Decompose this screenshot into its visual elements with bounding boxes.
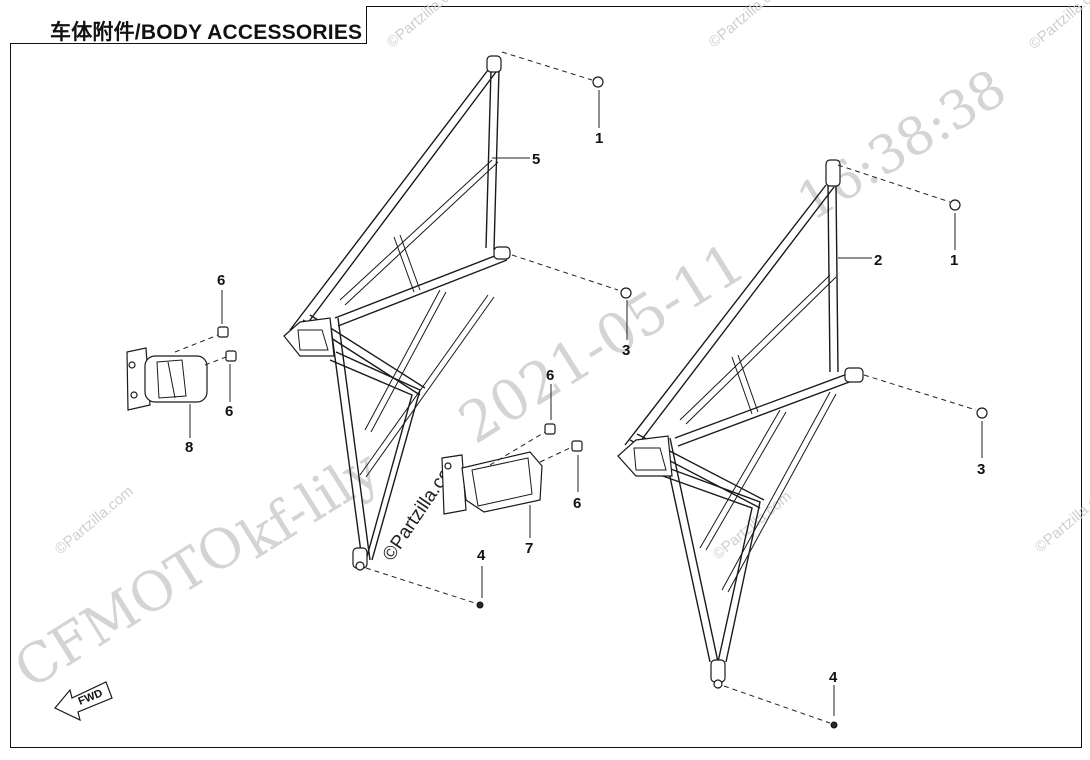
bolt-4b xyxy=(830,721,838,729)
fasteners xyxy=(365,51,988,729)
callout-4-left: 4 xyxy=(477,547,486,564)
screw-6c xyxy=(544,423,556,435)
title-block: 车体附件/BODY ACCESSORIES xyxy=(10,6,367,44)
callout-5: 5 xyxy=(532,151,540,168)
callout-6-d: 6 xyxy=(573,495,581,512)
callout-6-b: 6 xyxy=(225,403,233,420)
watermark-site-2: ©Partzilla.com xyxy=(706,0,791,51)
lamp-assembly-8 xyxy=(126,326,237,411)
screw-6b xyxy=(225,350,237,362)
callout-6-c: 6 xyxy=(546,367,554,384)
bolt-3b xyxy=(976,407,988,419)
callout-3-right: 3 xyxy=(977,461,985,478)
watermark-layer: 2021-05-11 16:38:38 CFMOTO kf-lily ©Part… xyxy=(4,0,1090,701)
watermark-site-3: ©Partzilla.com xyxy=(1026,0,1090,53)
callout-6-a: 6 xyxy=(217,272,225,289)
watermark-site-6: ©Partzilla.com xyxy=(1032,481,1090,556)
bolt-1b xyxy=(949,199,961,211)
screw-6d xyxy=(571,440,583,452)
drawing-frame xyxy=(10,6,1082,748)
lamp-assembly-7 xyxy=(441,423,583,515)
callout-1-left: 1 xyxy=(595,130,603,147)
callout-2: 2 xyxy=(874,252,882,269)
fwd-arrow: FWD xyxy=(54,681,113,722)
screw-6a xyxy=(217,326,229,338)
callout-4-right: 4 xyxy=(829,669,838,686)
callouts: 1 5 3 2 1 3 4 4 6 6 8 6 6 7 xyxy=(185,130,985,686)
watermark-time: 16:38:38 xyxy=(787,58,1017,233)
support-frame-left xyxy=(283,55,511,571)
bolt-4a xyxy=(476,601,484,609)
bolt-3a xyxy=(620,287,632,299)
watermark-site-1: ©Partzilla.com xyxy=(384,0,469,51)
callout-7: 7 xyxy=(525,540,533,557)
page-title: 车体附件/BODY ACCESSORIES xyxy=(50,21,363,44)
leader-lines xyxy=(189,90,983,716)
callout-8: 8 xyxy=(185,439,193,456)
support-frame-right xyxy=(617,159,864,689)
watermark-brand: CFMOTO xyxy=(4,511,257,701)
watermark-site-4: ©Partzilla.com xyxy=(52,483,137,558)
bolt-1a xyxy=(592,76,604,88)
callout-1-right: 1 xyxy=(950,252,958,269)
callout-3-left: 3 xyxy=(622,342,630,359)
